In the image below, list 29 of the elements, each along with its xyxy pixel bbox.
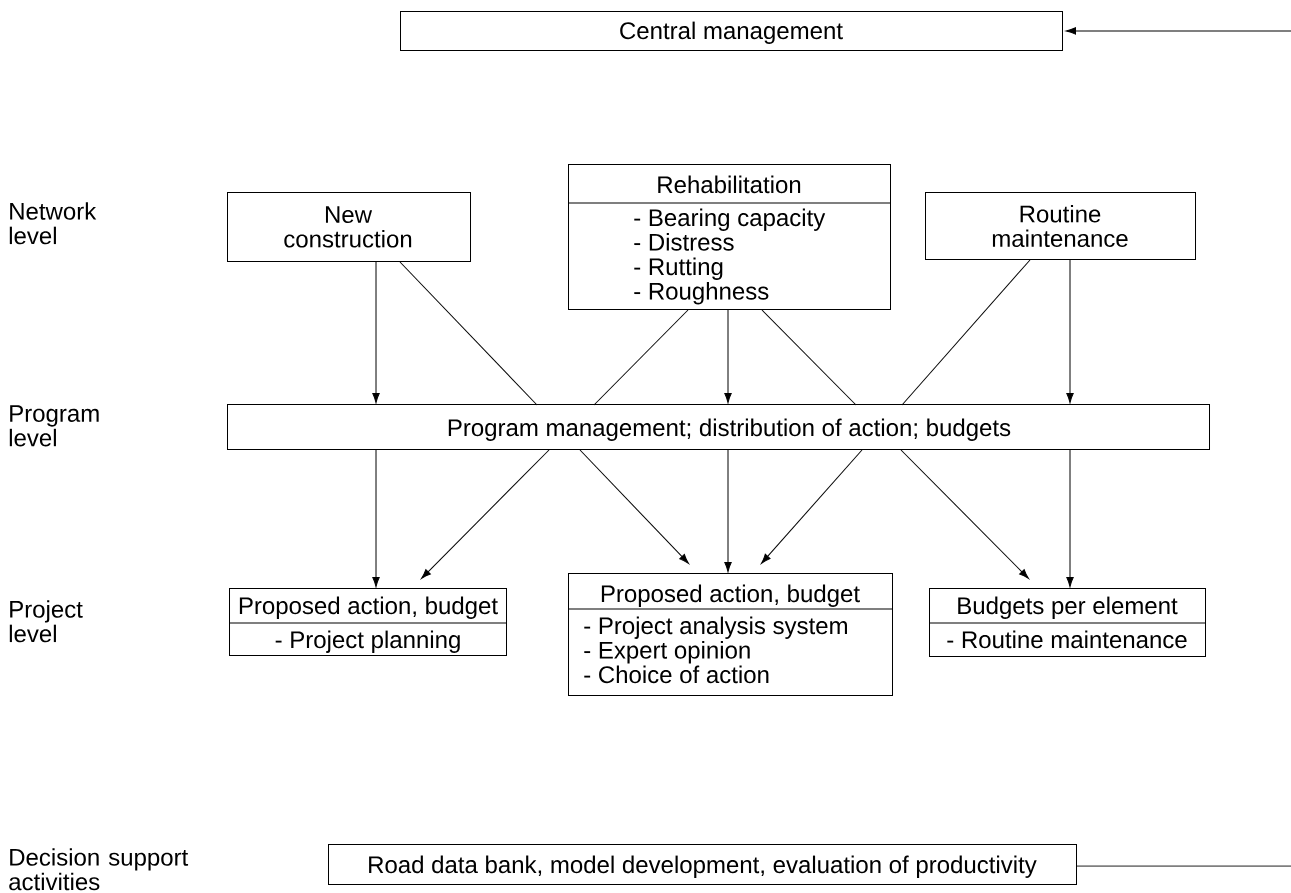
process-box: Proposed action, budget - Project analysis system - Expert opinion - Choice of action — [567, 573, 893, 696]
connector-line — [593, 309, 689, 406]
level-label: Decision support activities — [9, 848, 189, 891]
arrow — [761, 449, 863, 564]
arrow — [579, 449, 689, 564]
process-box: Program management; distribution of action; budgets — [227, 404, 1210, 450]
arrow — [724, 449, 732, 573]
process-box: Road data bank, model development, evaluation of productivity — [328, 844, 1077, 885]
arrow — [1066, 449, 1074, 588]
level-label: Project level — [9, 600, 83, 643]
level-label: Program level — [9, 405, 99, 447]
arrow — [372, 261, 380, 404]
connector-line — [399, 261, 538, 406]
arrow — [1065, 27, 1291, 35]
arrow — [1066, 259, 1074, 404]
connector-line — [761, 309, 857, 406]
process-box: New construction — [227, 192, 471, 262]
arrow — [900, 449, 1029, 579]
process-box: Proposed action, budget - Project planning — [228, 588, 507, 656]
arrow — [724, 309, 732, 404]
connector-line — [1075, 865, 1291, 867]
arrow — [421, 449, 550, 579]
process-box: Routine maintenance — [925, 192, 1196, 260]
arrow — [372, 449, 380, 588]
process-box: Rehabilitation - Bearing capacity - Distress - Rutting - Roughness — [567, 164, 891, 310]
process-box: Central management — [400, 11, 1063, 51]
level-label: Network level — [9, 202, 97, 245]
connector-line — [901, 259, 1031, 406]
process-box: Budgets per element - Routine maintenance — [928, 588, 1206, 657]
